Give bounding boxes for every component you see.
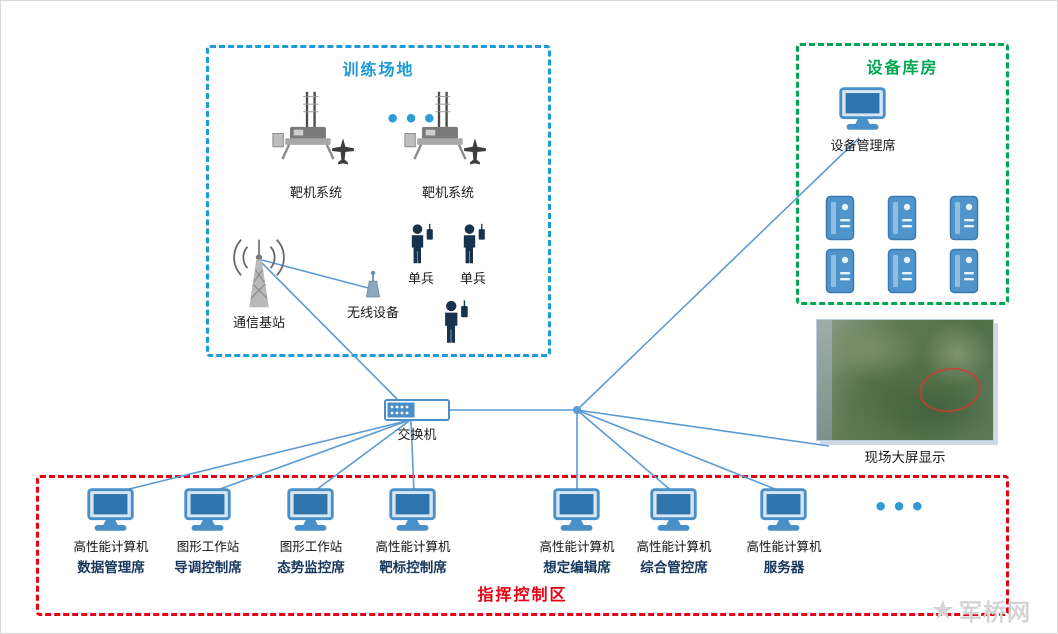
station-name: 导调控制席	[174, 560, 242, 576]
equipment-seat-label: 设备管理席	[830, 139, 896, 154]
station-target-control: 高性能计算机 靶标控制席	[357, 488, 469, 576]
server-rack-group	[825, 195, 979, 294]
star-icon: ★	[930, 594, 956, 626]
server-icon	[825, 195, 855, 241]
communication-base-station: 通信基站	[209, 229, 309, 331]
soldier-label: 单兵	[407, 272, 434, 287]
big-screen-label: 现场大屏显示	[864, 450, 946, 466]
switch-icon	[384, 399, 450, 421]
computer-icon	[645, 488, 703, 533]
station-type: 高性能计算机	[73, 539, 149, 554]
server-icon	[825, 248, 855, 294]
target-drone-system-1: 靶机系统	[266, 89, 366, 201]
watermark: ★ 军桥网	[931, 593, 1031, 627]
antenna-tower-icon	[227, 229, 291, 309]
computer-icon	[834, 87, 892, 132]
target-system-label: 靶机系统	[289, 186, 342, 201]
soldier-icon	[458, 223, 488, 265]
switch-label: 交换机	[397, 428, 437, 443]
computer-icon	[755, 488, 813, 533]
station-type: 高性能计算机	[636, 539, 712, 554]
antenna-icon	[361, 269, 385, 299]
station-type: 高性能计算机	[746, 539, 822, 554]
computer-icon	[384, 488, 442, 533]
station-name: 服务器	[763, 560, 805, 576]
wireless-device-label: 无线设备	[346, 306, 399, 321]
soldier-3	[433, 299, 477, 345]
station-type: 图形工作站	[176, 539, 240, 554]
station-name: 靶标控制席	[379, 560, 447, 576]
satellite-water-area	[817, 320, 832, 440]
station-name: 想定编辑席	[543, 560, 611, 576]
equipment-management-seat: 设备管理席	[807, 87, 919, 154]
base-station-label: 通信基站	[232, 316, 285, 331]
computer-icon	[548, 488, 606, 533]
network-switch: 交换机	[376, 399, 458, 443]
server-icon	[949, 248, 979, 294]
soldier-icon	[406, 223, 436, 265]
target-system-label: 靶机系统	[421, 186, 474, 201]
station-server: 高性能计算机 服务器	[728, 488, 840, 576]
soldier-icon	[439, 299, 471, 345]
station-data-management: 高性能计算机 数据管理席	[55, 488, 167, 576]
station-name: 数据管理席	[77, 560, 145, 576]
station-type: 高性能计算机	[375, 539, 451, 554]
big-screen-image	[816, 319, 994, 441]
station-director-control: 图形工作站 导调控制席	[152, 488, 264, 576]
zone-title-command: 指挥控制区	[477, 585, 568, 604]
junction-node	[573, 406, 581, 414]
soldier-label: 单兵	[459, 272, 486, 287]
server-icon	[949, 195, 979, 241]
soldier-2: 单兵	[451, 223, 495, 287]
link-junction-big-screen	[576, 409, 830, 447]
computer-icon	[282, 488, 340, 533]
zone-title-training: 训练场地	[342, 60, 415, 79]
zone-command-control: 指挥控制区	[36, 475, 1009, 616]
station-scenario-edit: 高性能计算机 想定编辑席	[521, 488, 633, 576]
satellite-red-annotation	[916, 363, 984, 417]
command-ellipsis: •••	[873, 493, 929, 521]
target-drone-system-2: 靶机系统	[398, 89, 498, 201]
soldier-1: 单兵	[399, 223, 443, 287]
watermark-text: 军桥网	[959, 600, 1031, 626]
target-drone-icon	[403, 89, 493, 179]
zone-title-warehouse: 设备库房	[866, 58, 939, 77]
station-type: 图形工作站	[279, 539, 343, 554]
station-situation-monitor: 图形工作站 态势监控席	[255, 488, 367, 576]
station-integrated-management: 高性能计算机 综合管控席	[618, 488, 730, 576]
computer-icon	[82, 488, 140, 533]
server-icon	[887, 195, 917, 241]
station-type: 高性能计算机	[539, 539, 615, 554]
computer-icon	[179, 488, 237, 533]
server-icon	[887, 248, 917, 294]
station-name: 态势监控席	[277, 560, 345, 576]
target-drone-icon	[271, 89, 361, 179]
station-name: 综合管控席	[640, 560, 708, 576]
